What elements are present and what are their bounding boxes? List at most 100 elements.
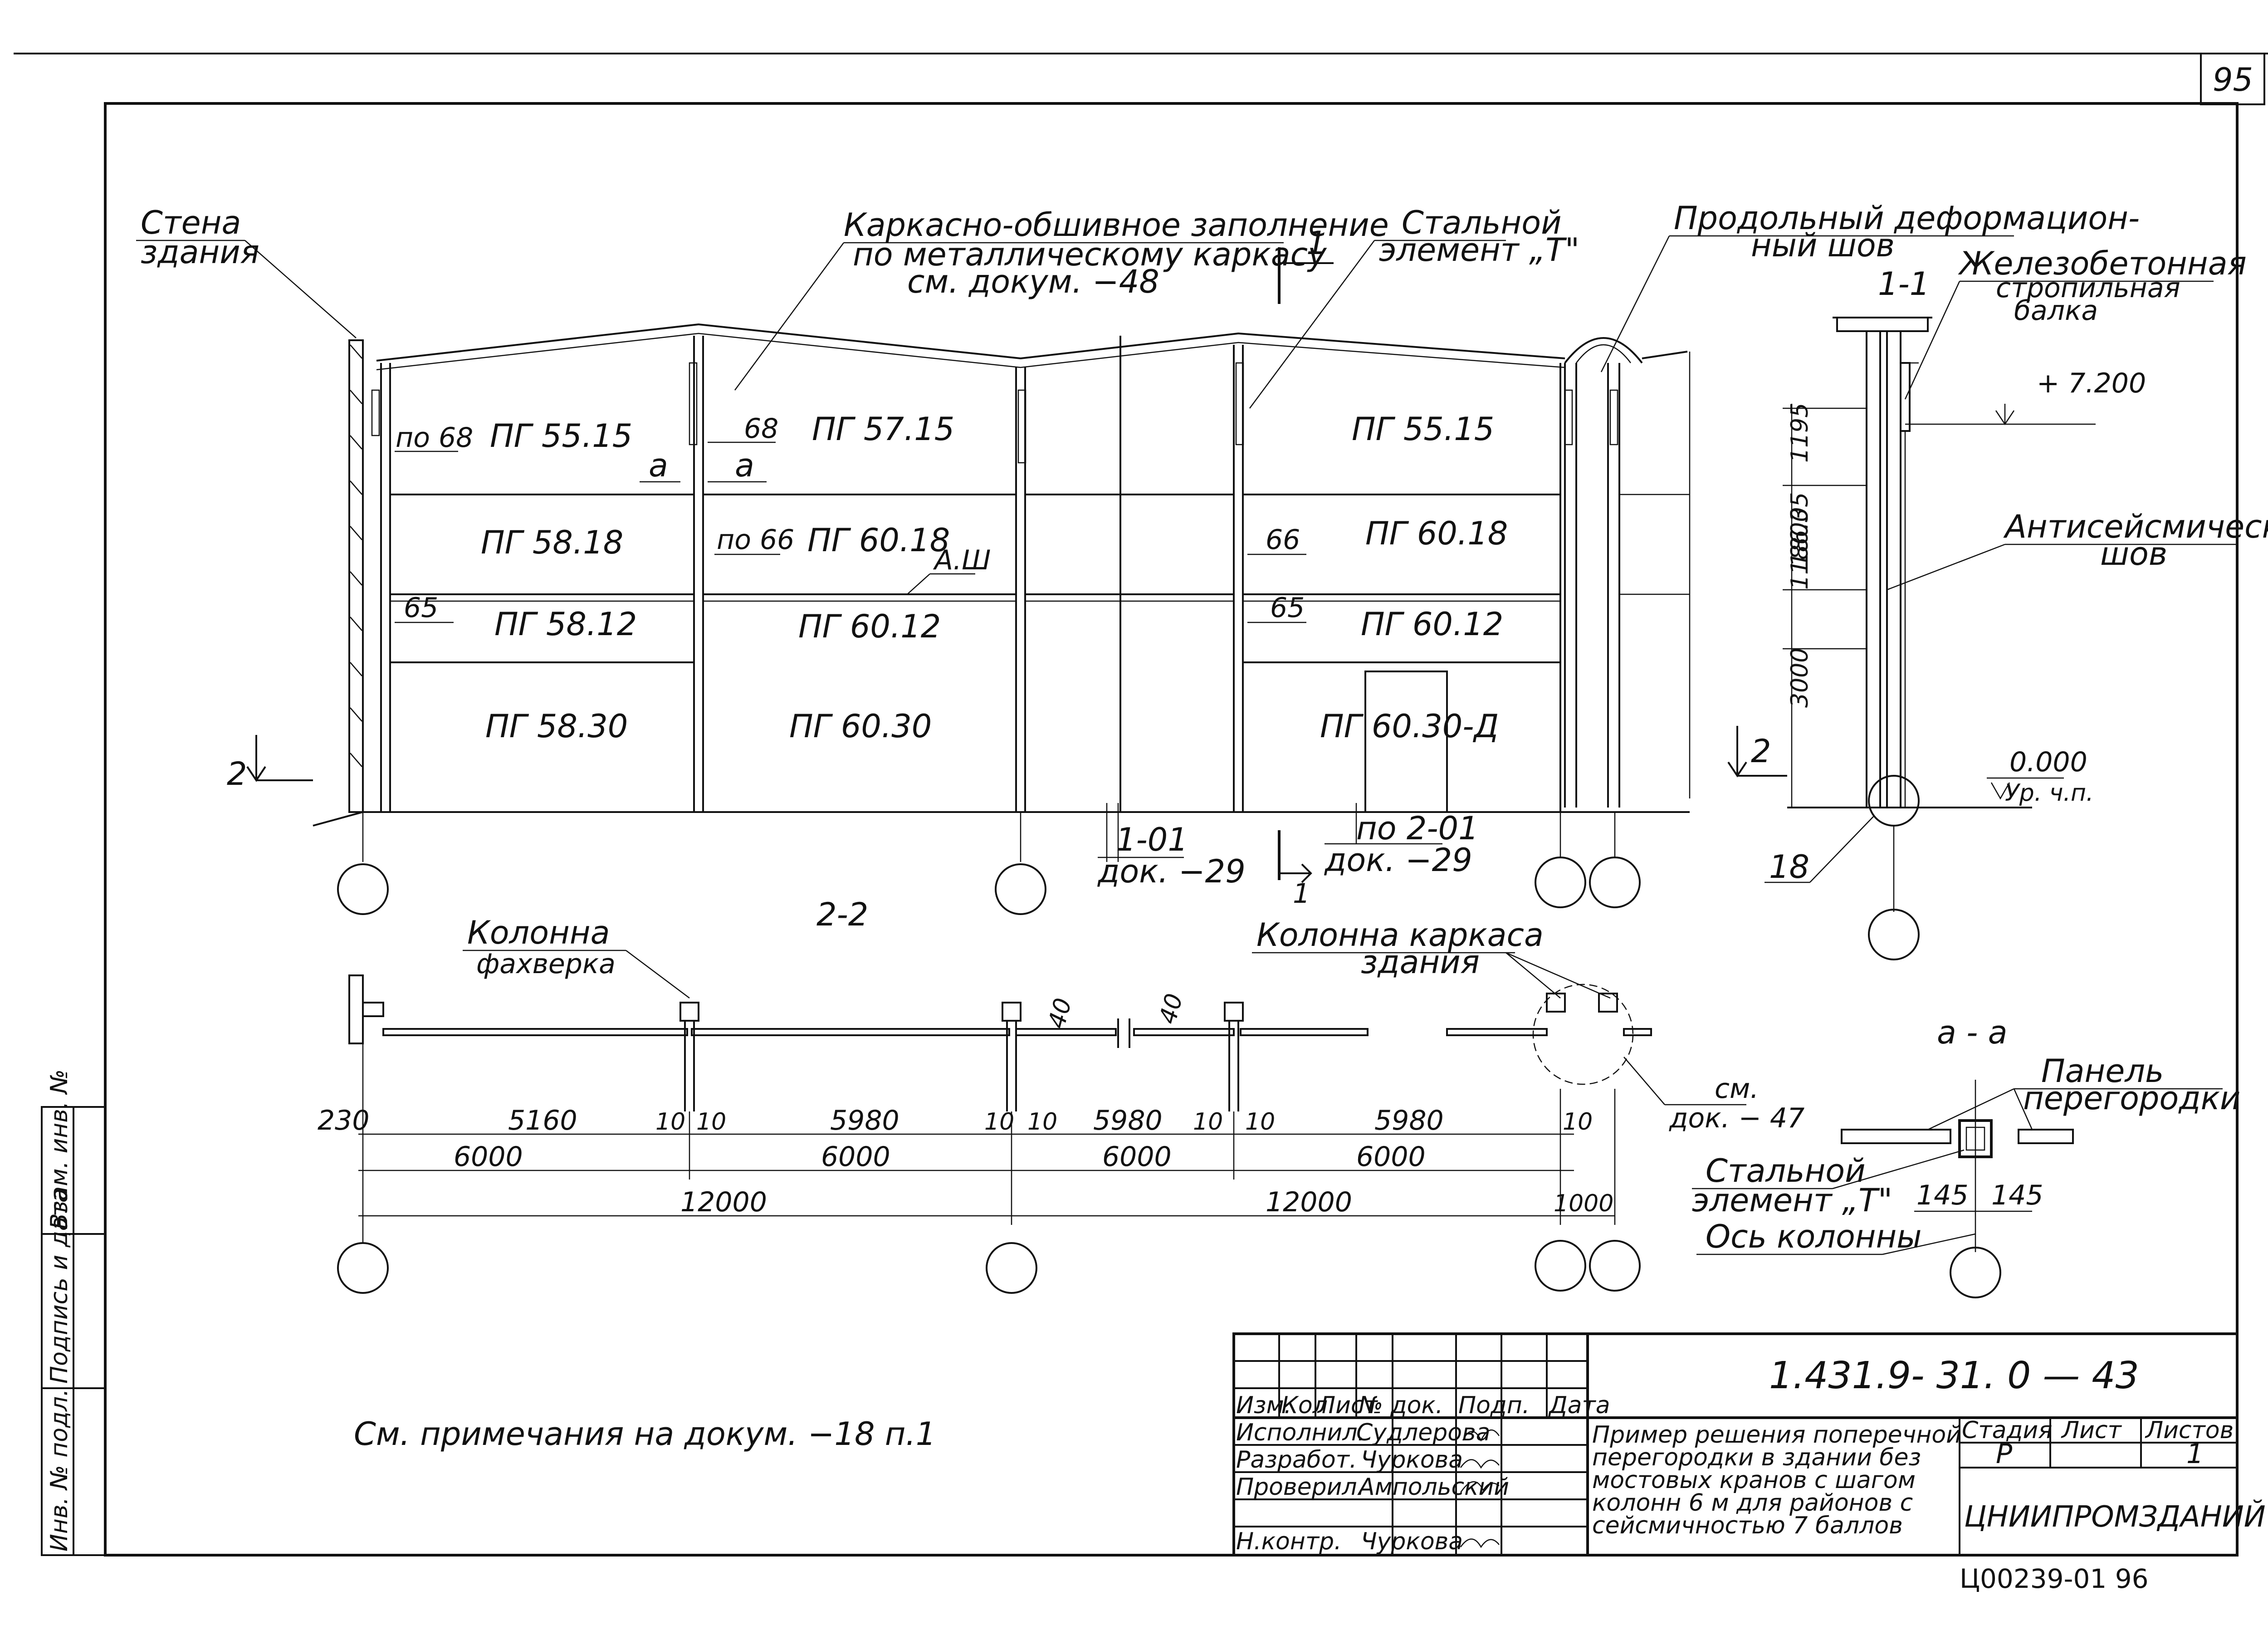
side-stamp: Взам. инв. № Подпись и дата Инв. № подл.: [41, 1069, 106, 1556]
node-label: а: [735, 447, 754, 484]
ref-47: док. − 47: [1669, 1102, 1804, 1134]
axis-circle: [337, 1242, 389, 1294]
seismic-callout: Антисейсмический: [2003, 508, 2268, 545]
node-label: 65: [1270, 592, 1305, 624]
signature: [1460, 1481, 1500, 1493]
node-label: 68: [744, 413, 778, 445]
signature: [1460, 1459, 1500, 1469]
dim: 6000: [821, 1141, 890, 1173]
tb-role: Проверил.: [1236, 1473, 1364, 1501]
dim: 5980: [830, 1105, 899, 1136]
dim-1195: 1195: [1786, 403, 1813, 463]
tb-name: Ампольский: [1357, 1473, 1509, 1501]
building-wall: [348, 339, 364, 813]
frame-callout: Колонна каркаса: [1256, 916, 1544, 954]
dim: 10: [1245, 1108, 1275, 1136]
beam-callout: балка: [2014, 295, 2098, 327]
stamp-sign-date: Подпись и дата: [46, 1188, 73, 1384]
level-top: + 7.200: [2037, 367, 2146, 399]
panel-joints: [354, 494, 1690, 813]
page-number-box: [2200, 53, 2265, 105]
axis-circle: [1950, 1247, 2001, 1298]
dim: 5980: [1093, 1105, 1163, 1136]
elevation-view: ПГ 55.15 ПГ 57.15 ПГ 55.15 ПГ 58.18 ПГ 6…: [136, 200, 2140, 915]
node-label: по 68: [396, 422, 473, 454]
tb-role: Разработ.: [1236, 1446, 1357, 1473]
dim: 6000: [1102, 1141, 1172, 1173]
node-label: А.Ш: [933, 544, 991, 576]
axis-circle: [995, 863, 1046, 915]
panel-label: ПГ 60.18: [807, 522, 950, 559]
dim: 12000: [1266, 1186, 1352, 1218]
ref-18: 18: [1769, 848, 1809, 886]
section-mark-bottom: 1: [1293, 878, 1310, 910]
dim: 12000: [680, 1186, 767, 1218]
axis-circle: [1589, 857, 1641, 908]
node-label: 65: [404, 592, 438, 624]
panel-label: ПГ 58.18: [481, 524, 623, 561]
plan-title: 2-2: [816, 896, 868, 933]
tb-header: № док.: [1357, 1392, 1443, 1419]
axis-callout: Ось колонны: [1706, 1218, 1922, 1255]
axis-circle: [1535, 1240, 1586, 1292]
panel-label: ПГ 60.30: [789, 708, 932, 745]
steel-callout: элемент „Т": [1379, 231, 1579, 269]
tb-name: Чуркова: [1361, 1528, 1463, 1555]
cut-mark: 2: [227, 755, 247, 793]
seismic-callout: шов: [2100, 535, 2167, 573]
tb-header: Кол.: [1281, 1392, 1335, 1419]
tb-description: сейсмичностью 7 баллов: [1592, 1512, 1903, 1539]
panel-label: ПГ 57.15: [812, 411, 954, 448]
columns: [371, 336, 1620, 812]
dim-145: 145: [1991, 1180, 2043, 1211]
tb-stage-header: Листов: [2145, 1417, 2234, 1444]
steel-callout: элемент „Т": [1692, 1182, 1892, 1219]
panel-label: ПГ 55.15: [490, 417, 632, 455]
fachwerk-callout: Колонна: [467, 914, 610, 951]
door-opening: [1364, 671, 1448, 813]
ref-1-01: док. −29: [1097, 853, 1246, 890]
dim: 10: [696, 1108, 726, 1136]
ref-1-01: 1-01: [1116, 821, 1188, 858]
fachwerk-callout: фахверка: [476, 948, 616, 980]
dim: 10: [1193, 1108, 1223, 1136]
infill-callout: по металлическому каркасу: [853, 236, 1327, 273]
tb-name: Чуркова: [1361, 1446, 1463, 1473]
dim: 5160: [508, 1105, 577, 1136]
tb-role: Исполнил.: [1236, 1419, 1365, 1446]
roof-slabs: [376, 323, 1565, 362]
expansion-joint-arch: [1564, 337, 1643, 364]
level-zero: 0.000: [2009, 746, 2087, 778]
detail-a-a: а - а Панель перегородки Стальной элемен…: [1692, 1014, 2240, 1298]
detail-title: а - а: [1937, 1014, 2008, 1051]
tb-header: Дата: [1548, 1392, 1610, 1419]
axis-circle: [1589, 1240, 1641, 1292]
tb-description: перегородки в здании без: [1592, 1444, 1921, 1471]
stamp-inv-replace: Взам. инв. №: [46, 1069, 73, 1229]
panel-label: ПГ 60.12: [798, 608, 941, 645]
panel-label: ПГ 60.18: [1365, 515, 1508, 552]
joint-callout: Продольный деформацион-: [1674, 200, 2140, 237]
dim: 5980: [1374, 1105, 1444, 1136]
signature: [1460, 1538, 1500, 1548]
dim: 6000: [454, 1141, 523, 1173]
panel-label: ПГ 58.30: [485, 708, 628, 745]
ref-2-01: док. −29: [1324, 842, 1472, 879]
node-label: 66: [1266, 524, 1300, 556]
steel-callout: Стальной: [1706, 1152, 1866, 1190]
panel-callout: Панель: [2041, 1052, 2164, 1090]
ref-2-01: по 2-01: [1356, 810, 1479, 847]
dim-3000: 3000: [1786, 648, 1813, 708]
sheet-frame: [104, 102, 2239, 1557]
tb-stage-header: Стадия: [1962, 1417, 2053, 1444]
axis-circle: [1868, 909, 1920, 960]
page-number: 95: [2213, 61, 2253, 98]
panel-label: ПГ 60.30-Д: [1320, 708, 1499, 745]
tb-header: Подп.: [1458, 1392, 1530, 1419]
tb-stage-value: Р: [1996, 1438, 2013, 1470]
gap-dim: 40: [1154, 991, 1188, 1027]
node-label: по 66: [717, 524, 794, 556]
panel-label: ПГ 60.12: [1361, 606, 1503, 643]
axis-circle: [1535, 857, 1586, 908]
